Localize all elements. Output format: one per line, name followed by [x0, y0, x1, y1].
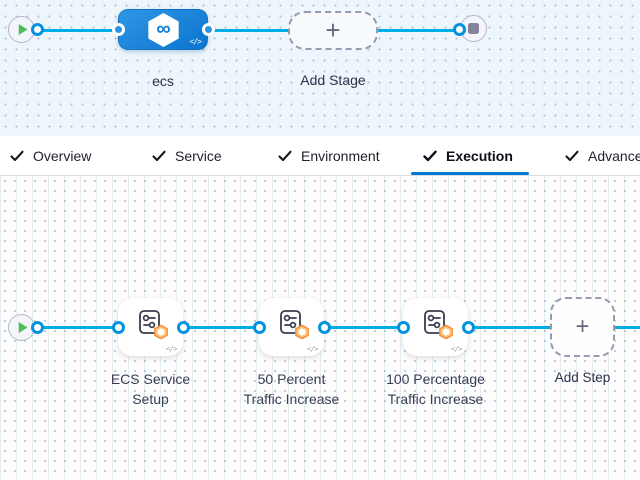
add-step-button[interactable]: +: [550, 297, 615, 357]
step2-left-port: [252, 321, 266, 334]
step-label: 50 Percent Traffic Increase: [243, 371, 340, 407]
stage-yaml-toggle[interactable]: </>: [189, 37, 202, 46]
stage-node-right-port: [201, 23, 215, 36]
add-stage-label: Add Stage: [300, 72, 366, 88]
plus-icon: +: [325, 15, 341, 45]
step3-right-port: [461, 321, 475, 334]
execution-canvas: </> ECS Service Setup </> 50 Percent Tra…: [0, 176, 640, 480]
stage-node-left-port: [111, 23, 125, 36]
tab-label: Advanced: [588, 147, 640, 164]
stage-node-label: ecs: [152, 73, 174, 89]
plus-icon: +: [575, 313, 590, 340]
step-node-100-percentage-traffic-increase[interactable]: </>: [403, 298, 468, 356]
stop-icon: [468, 23, 479, 34]
step-yaml-toggle[interactable]: </>: [165, 345, 178, 353]
add-stage-button[interactable]: +: [288, 11, 378, 50]
active-tab-underline: [411, 172, 529, 175]
tab-advanced[interactable]: Advanced: [565, 136, 640, 175]
check-icon: [10, 150, 24, 161]
tab-environment[interactable]: Environment: [278, 136, 380, 175]
tab-label: Overview: [33, 147, 92, 164]
check-icon: [423, 150, 437, 161]
execution-start-port: [30, 321, 44, 334]
check-icon: [565, 150, 579, 161]
loop-icon: ∞: [156, 18, 171, 40]
tab-label: Environment: [301, 147, 380, 164]
step-yaml-toggle[interactable]: </>: [450, 345, 463, 353]
stage-node-ecs[interactable]: ∞ </>: [118, 9, 208, 50]
step-settings-icon: [280, 310, 301, 334]
step-settings-icon: [424, 310, 445, 334]
step-label: 100 Percentage Traffic Increase: [386, 371, 485, 407]
check-icon: [278, 150, 292, 161]
step-node-ecs-service-setup[interactable]: </>: [118, 298, 183, 356]
check-icon: [152, 150, 166, 161]
tab-execution[interactable]: Execution: [423, 136, 513, 175]
hexagon-badge-icon: [439, 324, 453, 340]
execution-connector-line: [37, 326, 640, 329]
play-icon: [18, 23, 28, 36]
stage-end-port: [453, 22, 466, 36]
step1-right-port: [176, 321, 190, 334]
stage-canvas: ∞ </> ecs + Add Stage: [0, 0, 640, 136]
stage-connector-line: [37, 28, 474, 32]
stage-start-port: [30, 23, 44, 36]
tab-overview[interactable]: Overview: [10, 136, 91, 175]
step-yaml-toggle[interactable]: </>: [306, 345, 319, 353]
hexagon-badge-icon: [295, 324, 309, 340]
step-label: ECS Service Setup: [110, 371, 191, 407]
stage-config-tabbar: Overview Service Environment Execution A…: [0, 136, 640, 176]
stage-hexagon-icon: ∞: [148, 13, 179, 47]
tab-label: Execution: [446, 147, 513, 164]
step-node-50-percent-traffic-increase[interactable]: </>: [259, 298, 324, 356]
hexagon-badge-icon: [154, 324, 168, 340]
tab-service[interactable]: Service: [152, 136, 222, 175]
step-settings-icon: [139, 310, 160, 334]
step1-left-port: [111, 321, 125, 334]
step3-left-port: [396, 321, 410, 334]
add-step-label: Add Step: [554, 370, 611, 385]
play-icon: [18, 321, 28, 334]
tab-label: Service: [175, 147, 222, 164]
step2-right-port: [317, 321, 331, 334]
